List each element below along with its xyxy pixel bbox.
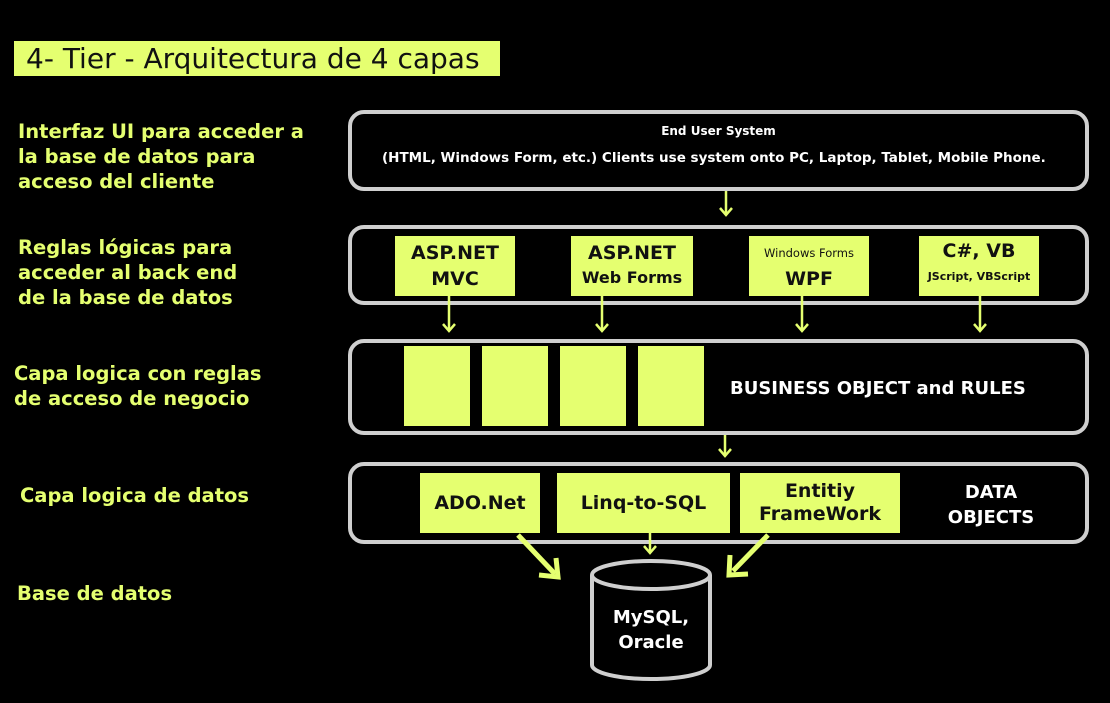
ui-layer-label: Interfaz UI para acceder a la base de da…: [18, 120, 304, 193]
ado-net-box: ADO.Net: [420, 473, 540, 533]
business-band: [348, 339, 1089, 435]
database-label: MySQL, Oracle: [612, 607, 690, 653]
aspnet-mvc-box: ASP.NET MVC: [395, 236, 515, 296]
aspnet-webforms-bottom: Web Forms: [581, 268, 683, 287]
end-user-title: End User System: [661, 124, 776, 138]
wpf-bottom: WPF: [785, 268, 833, 290]
business-layer-label: Capa logica con reglas de acceso de nego…: [14, 362, 262, 410]
entity-framework-box: Entitiy FrameWork: [740, 473, 900, 533]
presentation-band: [348, 225, 1089, 305]
database-layer-label: Base de datos: [17, 582, 173, 605]
aspnet-mvc-top: ASP.NET: [411, 242, 499, 264]
business-rules-label: BUSINESS OBJECT and RULES: [730, 378, 1026, 399]
csharp-vb-box: C#, VB JScript, VBScript: [919, 236, 1039, 296]
winforms-top: Windows Forms: [764, 246, 854, 260]
linq-to-sql-box: Linq-to-SQL: [557, 473, 730, 533]
end-user-band: End User System (HTML, Windows Form, etc…: [348, 110, 1089, 191]
winforms-wpf-box: Windows Forms WPF: [749, 236, 869, 296]
csharp-top: C#, VB: [942, 240, 1016, 262]
data-objects-label: DATA OBJECTS: [947, 482, 1035, 528]
csharp-bottom: JScript, VBScript: [927, 270, 1031, 283]
data-access-band: [348, 462, 1089, 544]
business-object-box-1: [404, 346, 470, 426]
business-object-box-4: [638, 346, 704, 426]
business-object-box-3: [560, 346, 626, 426]
data-layer-label: Capa logica de datos: [20, 484, 250, 507]
page-title: 4- Tier - Arquitectura de 4 capas: [14, 41, 500, 76]
aspnet-webforms-top: ASP.NET: [588, 242, 676, 264]
logic-layer-label: Reglas lógicas para acceder al back end …: [18, 236, 238, 309]
thick-arrows: [516, 533, 770, 580]
aspnet-webforms-box: ASP.NET Web Forms: [571, 236, 693, 296]
aspnet-mvc-bottom: MVC: [431, 268, 479, 290]
end-user-description: (HTML, Windows Form, etc.) Clients use s…: [382, 150, 1046, 166]
thin-arrows: [442, 191, 987, 555]
business-object-box-2: [482, 346, 548, 426]
database-cylinder: [590, 559, 712, 681]
